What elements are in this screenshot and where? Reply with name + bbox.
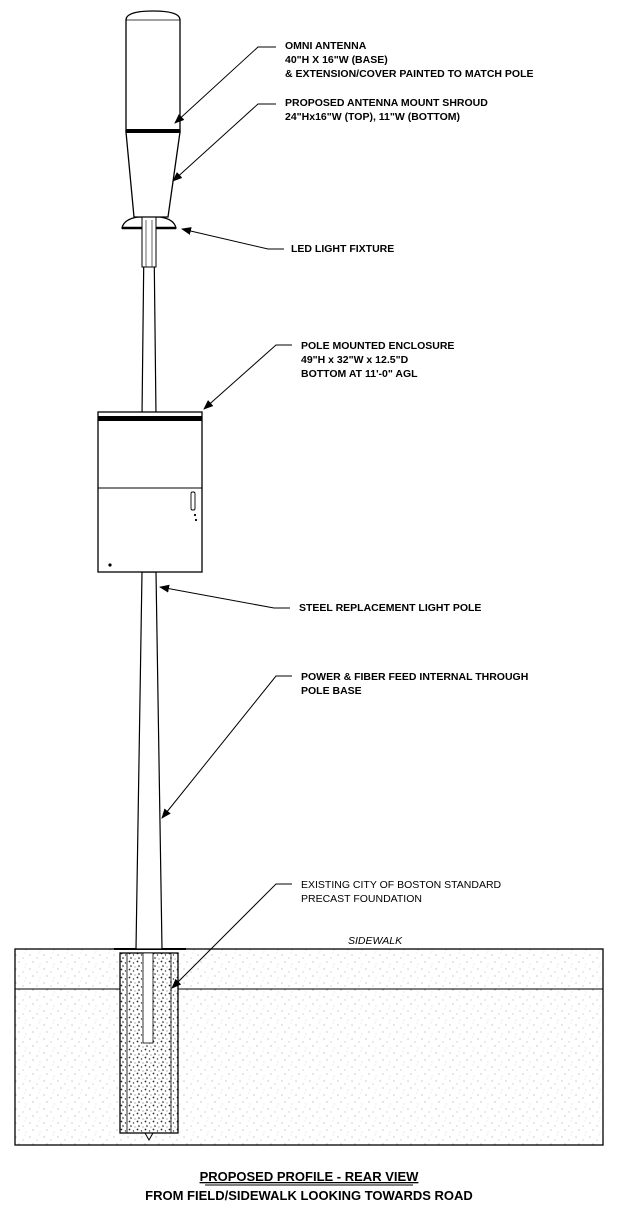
title-line-2: FROM FIELD/SIDEWALK LOOKING TOWARDS ROAD <box>145 1188 473 1203</box>
omni-antenna <box>125 10 181 133</box>
callout-omni-antenna: OMNI ANTENNA 40"H X 16"W (BASE) & EXTENS… <box>285 40 534 80</box>
enclosure-size: 49"H x 32"W x 12.5"D <box>301 354 409 366</box>
enclosure-height: BOTTOM AT 11'-0" AGL <box>301 368 418 380</box>
title-line-1: PROPOSED PROFILE - REAR VIEW <box>200 1169 420 1184</box>
light-pole-label: STEEL REPLACEMENT LIGHT POLE <box>299 602 481 614</box>
antenna-mount-shroud <box>125 131 181 218</box>
omni-antenna-note: & EXTENSION/COVER PAINTED TO MATCH POLE <box>285 68 534 80</box>
led-light-fixture <box>121 216 177 268</box>
callout-foundation: EXISTING CITY OF BOSTON STANDARD PRECAST… <box>301 879 502 905</box>
mount-shroud-label: PROPOSED ANTENNA MOUNT SHROUD <box>285 97 488 109</box>
power-feed-label: POWER & FIBER FEED INTERNAL THROUGH <box>301 671 528 683</box>
callout-led-fixture: LED LIGHT FIXTURE <box>291 243 394 255</box>
omni-antenna-label: OMNI ANTENNA <box>285 40 367 52</box>
leader-lines <box>159 46 292 989</box>
callout-light-pole: STEEL REPLACEMENT LIGHT POLE <box>299 602 481 614</box>
foundation-label: EXISTING CITY OF BOSTON STANDARD <box>301 879 502 891</box>
callout-enclosure: POLE MOUNTED ENCLOSURE 49"H x 32"W x 12.… <box>301 340 454 380</box>
pole-base-conduit <box>142 952 154 1044</box>
foundation-label-2: PRECAST FOUNDATION <box>301 893 422 905</box>
sidewalk-label: SIDEWALK <box>348 935 403 947</box>
led-fixture-label: LED LIGHT FIXTURE <box>291 243 394 255</box>
power-feed-label-2: POLE BASE <box>301 685 362 697</box>
pole-mounted-enclosure <box>97 411 203 573</box>
omni-antenna-size: 40"H X 16"W (BASE) <box>285 54 388 66</box>
enclosure-label: POLE MOUNTED ENCLOSURE <box>301 340 454 352</box>
sidewalk-ground <box>14 948 604 1146</box>
drawing-title: PROPOSED PROFILE - REAR VIEW FROM FIELD/… <box>145 1169 473 1203</box>
mount-shroud-size: 24"Hx16"W (TOP), 11"W (BOTTOM) <box>285 111 460 123</box>
callout-power-feed: POWER & FIBER FEED INTERNAL THROUGH POLE… <box>301 671 528 697</box>
callout-mount-shroud: PROPOSED ANTENNA MOUNT SHROUD 24"Hx16"W … <box>285 97 488 123</box>
steel-light-pole <box>135 239 163 950</box>
